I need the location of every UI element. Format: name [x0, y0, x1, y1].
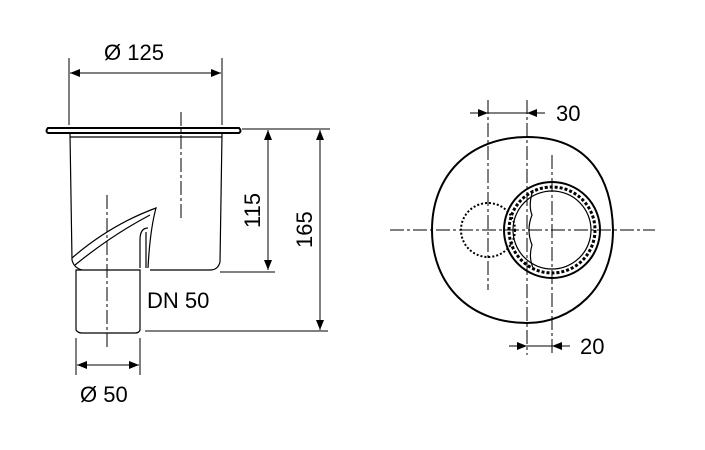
spout	[71, 207, 157, 269]
dim-diameter-outlet: Ø 50	[80, 382, 128, 407]
dim-offset-bottom: 20	[580, 334, 604, 359]
dim-offset-top: 30	[556, 101, 580, 126]
outer-contour	[430, 135, 615, 325]
dim-height-body: 115	[240, 193, 265, 228]
outlet-label: DN 50	[147, 288, 209, 313]
top-view: 30 20	[390, 100, 655, 359]
side-view: Ø 125 115 165 DN 50 Ø 50	[45, 40, 330, 407]
outlet-pipe	[75, 269, 141, 334]
dim-diameter-top: Ø 125	[104, 40, 164, 65]
dim-height-total: 165	[292, 211, 317, 248]
flange	[45, 127, 242, 134]
